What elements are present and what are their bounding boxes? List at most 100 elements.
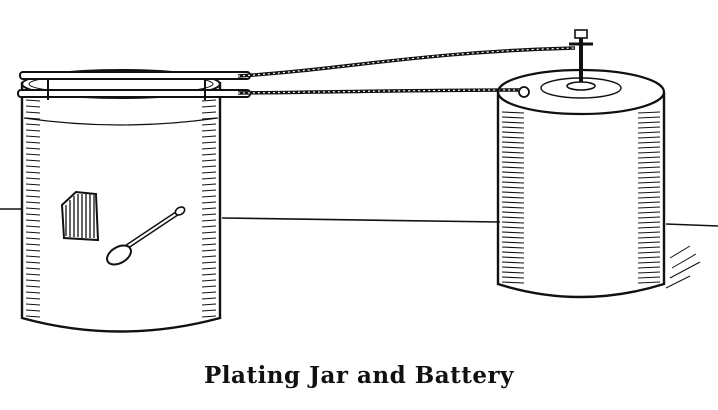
hatch-line (637, 221, 661, 224)
hatch-line (501, 231, 525, 234)
hatch-line (201, 207, 217, 210)
hatch-line (501, 151, 525, 154)
hatch-line (501, 261, 525, 264)
hatch-line (25, 147, 41, 150)
hatch-line (637, 146, 661, 149)
hatch-line (501, 266, 525, 269)
hatch-line (637, 111, 661, 114)
hatch-line (637, 266, 661, 269)
hatch-line (201, 267, 217, 270)
hatch-line (637, 271, 661, 274)
hatch-line (201, 129, 217, 132)
hatch-line (201, 201, 217, 204)
hatch-line (637, 206, 661, 209)
hatch-line (25, 111, 41, 114)
hatch-line (637, 281, 661, 284)
hatch-line (637, 226, 661, 229)
hatch-line (25, 243, 41, 246)
hatch-line (637, 136, 661, 139)
hatch-line (501, 136, 525, 139)
hatch-line (25, 303, 41, 306)
hatch-line (637, 166, 661, 169)
hatch-line (501, 121, 525, 124)
hatch-line (637, 261, 661, 264)
hatch-line (501, 276, 525, 279)
table-line (0, 208, 718, 227)
spoon (106, 206, 186, 266)
hatch-line (25, 267, 41, 270)
hatch-line (501, 281, 525, 284)
hatch-line (25, 309, 41, 312)
hatch-line (501, 216, 525, 219)
hatch-line (25, 123, 41, 126)
hatch-line (201, 165, 217, 168)
hatch-line (25, 255, 41, 258)
hatch-line (25, 213, 41, 216)
terminal-screw (518, 29, 596, 98)
hatch-line (25, 201, 41, 204)
hatch-line (25, 261, 41, 264)
hatch-line (637, 151, 661, 154)
hatch-line (501, 111, 525, 114)
hatch-line (25, 291, 41, 294)
hatch-line (201, 177, 217, 180)
hatch-line (501, 126, 525, 129)
hatch-line (201, 171, 217, 174)
hatch-line (637, 126, 661, 129)
hatch-line (501, 156, 525, 159)
hatch-line (501, 131, 525, 134)
hatch-line (637, 176, 661, 179)
hatch-line (25, 297, 41, 300)
hatch-line (25, 249, 41, 252)
hatch-line (25, 207, 41, 210)
hatch-line (25, 189, 41, 192)
hatch-line (501, 206, 525, 209)
hatch-line (501, 256, 525, 259)
hatch-line (201, 231, 217, 234)
hatch-line (201, 255, 217, 258)
hatch-line (501, 161, 525, 164)
hatch-line (201, 123, 217, 126)
rod-bars (17, 71, 251, 100)
hatch-line (25, 159, 41, 162)
hatch-line (637, 216, 661, 219)
hatch-line (501, 226, 525, 229)
hatch-line (201, 315, 217, 318)
hatch-line (201, 189, 217, 192)
hatch-line (637, 116, 661, 119)
hatch-line (201, 105, 217, 108)
hatch-line (25, 183, 41, 186)
hatch-line (501, 271, 525, 274)
hatch-line (637, 246, 661, 249)
hatch-line (501, 201, 525, 204)
hatch-line (201, 309, 217, 312)
hatch-line (25, 141, 41, 144)
hatch-line (637, 196, 661, 199)
hatch-line (25, 99, 41, 102)
hatch-line (25, 129, 41, 132)
wires (237, 46, 576, 95)
hatch-line (201, 303, 217, 306)
hatch-line (25, 279, 41, 282)
hatch-line (501, 241, 525, 244)
hatch-line (201, 219, 217, 222)
hatch-line (501, 251, 525, 254)
hatch-line (201, 243, 217, 246)
hatch-line (637, 181, 661, 184)
hatch-line (201, 297, 217, 300)
hatch-line (501, 171, 525, 174)
hatch-line (637, 121, 661, 124)
hatch-line (637, 211, 661, 214)
hatch-line (637, 191, 661, 194)
hatch-line (25, 237, 41, 240)
hatch-line (25, 273, 41, 276)
hatch-line (637, 156, 661, 159)
hatch-line (25, 177, 41, 180)
hatch-line (501, 146, 525, 149)
hatch-line (25, 117, 41, 120)
hatch-line (25, 285, 41, 288)
hatch-line (637, 256, 661, 259)
hatch-line (637, 251, 661, 254)
hatch-line (201, 159, 217, 162)
hatch-line (637, 231, 661, 234)
